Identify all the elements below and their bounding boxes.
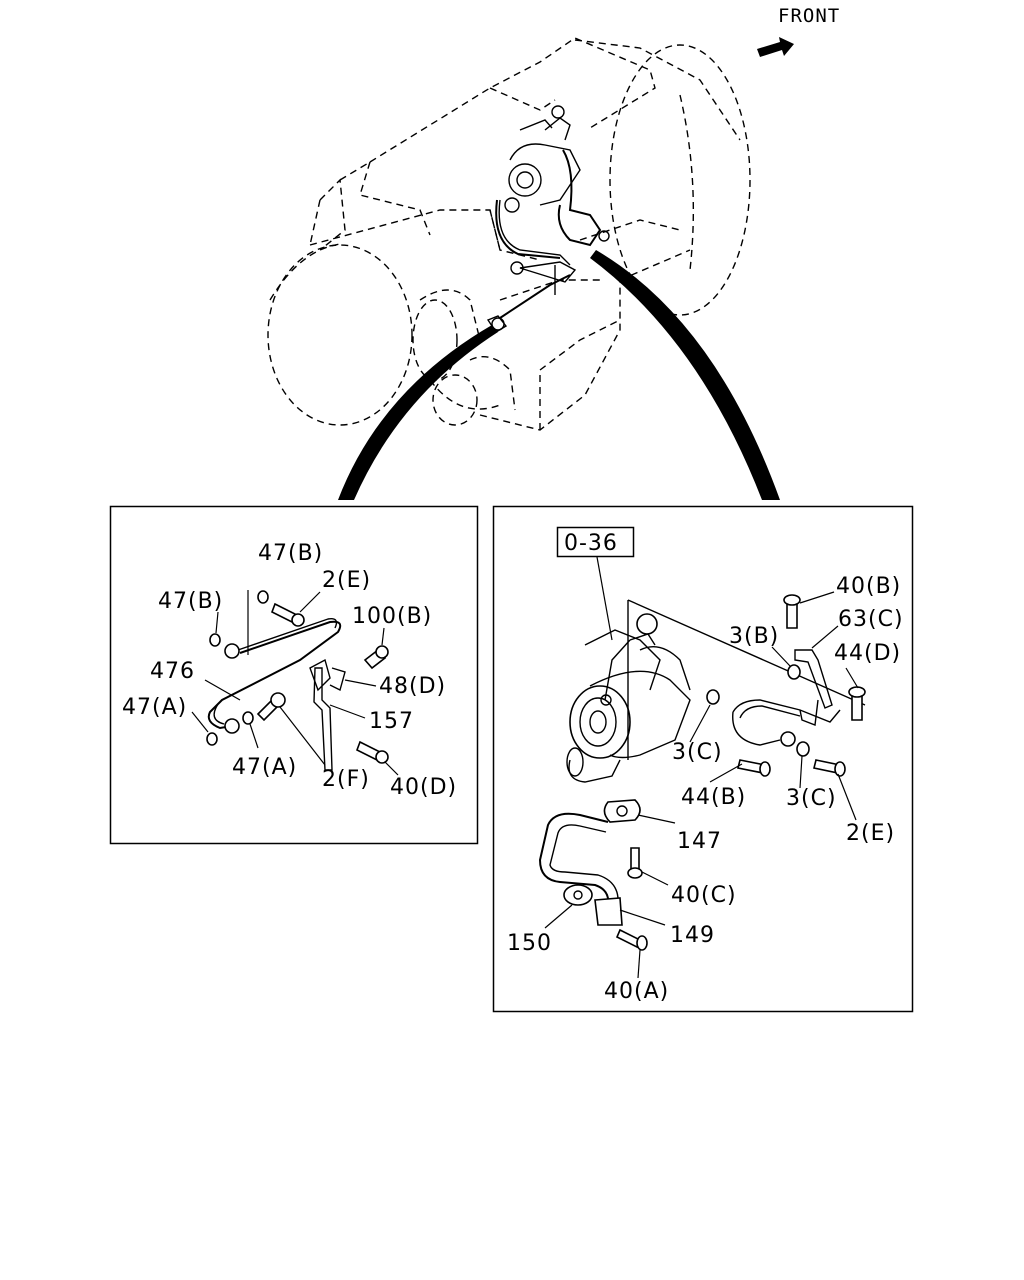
callout-47a-bottom: 47(A): [232, 755, 297, 780]
callout-63c: 63(C): [838, 607, 904, 632]
callout-2e-right: 2(E): [846, 821, 895, 846]
right-detail-panel: 0-36: [492, 505, 914, 1013]
callout-476: 476: [150, 659, 195, 684]
washer-47b-left: [209, 633, 221, 647]
callout-47b-left: 47(B): [158, 589, 223, 614]
callout-arc-left: [338, 325, 498, 500]
clip-48d: [329, 667, 346, 692]
callout-3b: 3(B): [729, 624, 779, 649]
callout-40c: 40(C): [671, 883, 737, 908]
callout-2e: 2(E): [322, 568, 371, 593]
callout-100b: 100(B): [352, 604, 432, 629]
callout-2f: 2(F): [322, 767, 370, 792]
left-detail-frame: [109, 505, 479, 845]
callout-arc-right: [590, 250, 780, 500]
banjo-fitting-lower: [224, 718, 240, 734]
reference-box: [556, 526, 635, 558]
callout-47b-top: 47(B): [258, 541, 323, 566]
front-arrow-icon: [757, 37, 794, 57]
front-label: FRONT: [778, 5, 840, 27]
bracket-157: [313, 667, 333, 771]
washer-3c-right: [796, 741, 810, 757]
oil-return-pipe-149: [538, 812, 610, 906]
turbocharger: [566, 613, 691, 783]
washer-47a-bottom: [242, 711, 254, 725]
engine-top-outline: [369, 37, 656, 163]
callout-40a: 40(A): [604, 979, 669, 1004]
washer-3c-left: [706, 689, 720, 705]
callout-44b: 44(B): [681, 785, 746, 810]
callout-147: 147: [677, 829, 722, 854]
banjo-fitting-upper: [224, 643, 240, 659]
callout-3c-left: 3(C): [672, 740, 723, 765]
gasket-147: [603, 799, 641, 823]
left-detail-panel: 47(B) 2(E) 47(B) 100(B) 476 48(D) 47(A) …: [109, 505, 479, 845]
callout-149: 149: [670, 923, 715, 948]
gasket-150: [563, 884, 593, 906]
callout-3c-right: 3(C): [786, 786, 837, 811]
callout-47a-left: 47(A): [122, 695, 187, 720]
callout-40b: 40(B): [836, 574, 901, 599]
engine-rear-housing: [609, 44, 751, 316]
engine-front-housing: [267, 244, 413, 426]
callout-44d: 44(D): [834, 641, 901, 666]
callout-150: 150: [507, 931, 552, 956]
callout-48d: 48(D): [379, 674, 446, 699]
oil-feed-assembly-right: [732, 649, 841, 747]
washer-47a-left: [206, 732, 218, 746]
washer-47b-top: [257, 590, 269, 604]
callout-40d: 40(D): [390, 775, 457, 800]
right-detail-frame: [492, 505, 914, 1013]
front-indicator: FRONT: [757, 5, 840, 57]
callout-157: 157: [369, 709, 414, 734]
washer-3b: [787, 664, 801, 680]
reference-box-label: 0-36: [564, 531, 618, 556]
engine-overview: [267, 37, 751, 431]
